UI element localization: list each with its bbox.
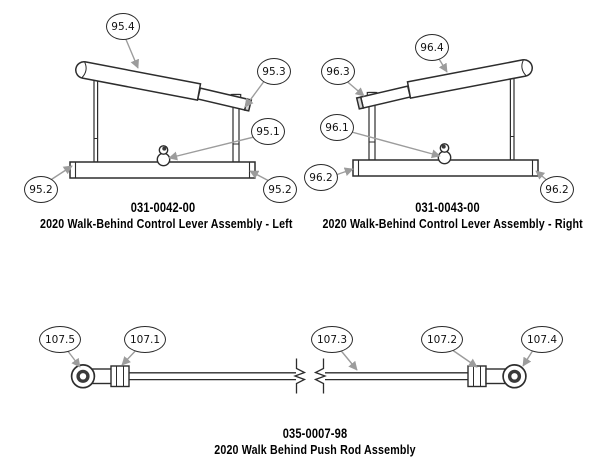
rod-end-ball [76, 369, 90, 383]
right-lever-assembly-drawing [352, 59, 539, 177]
right-assembly-caption: 031-0043-00 2020 Walk-Behind Control Lev… [322, 200, 583, 231]
rod-break-symbol [293, 358, 307, 394]
jam-nut [467, 365, 487, 388]
callout-96-1: 96.1 [320, 114, 354, 141]
rear-post [93, 74, 99, 163]
callout-96-4: 96.4 [415, 34, 449, 61]
leader-96-1 [347, 130, 441, 159]
assembly-name: 2020 Walk Behind Push Rod Assembly [214, 442, 416, 457]
lever-tube [196, 87, 249, 111]
lever-grip [75, 61, 202, 101]
callout-95-2-left: 95.2 [24, 176, 58, 203]
assembly-name: 2020 Walk-Behind Control Lever Assembly … [322, 216, 583, 231]
part-number: 031-0042-00 [130, 200, 196, 215]
callout-95-2-right: 95.2 [263, 176, 297, 203]
assembly-name: 2020 Walk-Behind Control Lever Assembly … [40, 216, 293, 231]
callout-107-3: 107.3 [311, 326, 353, 353]
rod-break-symbol [313, 358, 327, 394]
callout-95-3: 95.3 [257, 58, 291, 85]
callout-107-2: 107.2 [421, 326, 463, 353]
mount-bolt-washer [156, 152, 171, 167]
rod-end-ball [507, 369, 522, 383]
callout-107-1: 107.1 [124, 326, 166, 353]
left-lever-assembly-drawing [69, 61, 256, 179]
callout-96-2-left: 96.2 [304, 164, 338, 191]
grip-cap-seam [81, 62, 87, 78]
part-number: 035-0007-98 [282, 426, 348, 441]
callout-96-3: 96.3 [321, 58, 355, 85]
callout-107-5: 107.5 [39, 326, 81, 353]
leader-95-1 [168, 135, 259, 161]
part-number: 031-0043-00 [415, 200, 480, 215]
push-rod-drawing [70, 358, 527, 394]
mount-bolt-tip [162, 146, 167, 151]
jam-nut [110, 365, 130, 388]
callout-107-4: 107.4 [521, 326, 563, 353]
callout-95-1: 95.1 [251, 118, 285, 145]
left-assembly-caption: 031-0042-00 2020 Walk-Behind Control Lev… [40, 200, 293, 231]
callout-96-2-right: 96.2 [540, 176, 574, 203]
push-rod-caption: 035-0007-98 2020 Walk Behind Push Rod As… [188, 426, 442, 457]
callout-95-4: 95.4 [106, 13, 140, 40]
